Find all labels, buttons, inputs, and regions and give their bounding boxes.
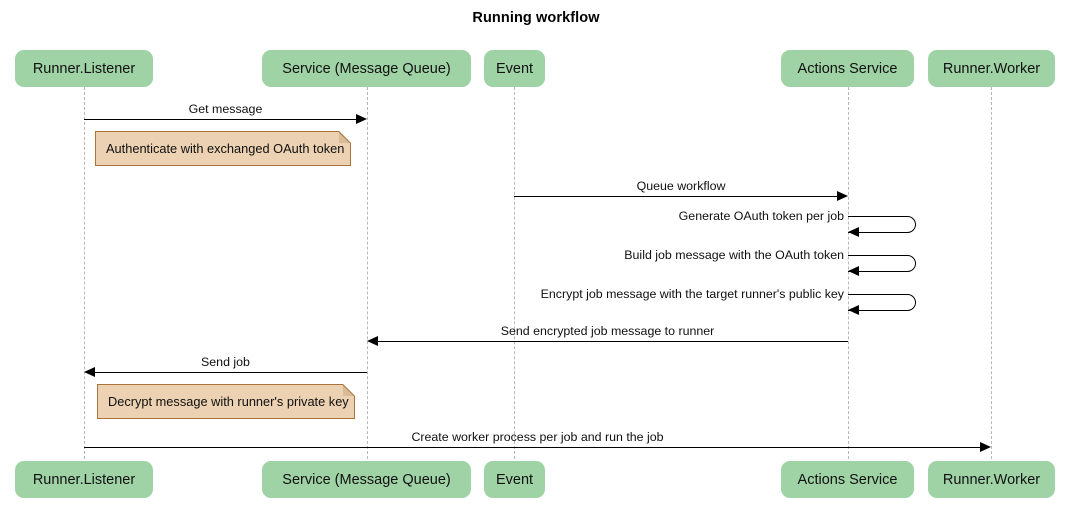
note-authenticate: Authenticate with exchanged OAuth token xyxy=(95,131,351,166)
arrow-head-create-worker-process-per-job-and-run-the-job xyxy=(980,442,991,452)
lifeline-event xyxy=(514,87,515,459)
self-loop-encrypt-job-message-with-the-target-runners-public-key xyxy=(848,294,916,311)
message-line-create-worker-process-per-job-and-run-the-job xyxy=(84,447,980,448)
note-label: Authenticate with exchanged OAuth token xyxy=(106,141,345,156)
participant-service-message-queue-bottom[interactable]: Service (Message Queue) xyxy=(262,461,471,498)
participant-label: Runner.Listener xyxy=(32,60,136,77)
note-decrypt: Decrypt message with runner's private ke… xyxy=(97,384,355,419)
message-label-generate-oauth-token-per-job: Generate OAuth token per job xyxy=(678,209,844,223)
note-fold-corner-decrypt xyxy=(343,384,355,396)
message-line-get-message xyxy=(84,119,356,120)
participant-event-bottom[interactable]: Event xyxy=(484,461,545,498)
message-label-create-worker-process-per-job-and-run-the-job: Create worker process per job and run th… xyxy=(411,430,664,444)
message-label-queue-workflow: Queue workflow xyxy=(636,179,726,193)
participant-runner-worker-top[interactable]: Runner.Worker xyxy=(928,50,1055,87)
note-fold-corner-authenticate xyxy=(339,131,351,143)
message-label-build-job-message-with-the-oauth-token: Build job message with the OAuth token xyxy=(624,248,844,262)
participant-actions-service-bottom[interactable]: Actions Service xyxy=(781,461,914,498)
arrow-head-encrypt-job-message-with-the-target-runners-public-key xyxy=(848,305,859,315)
lifeline-runner-worker xyxy=(991,87,992,459)
participant-label: Event xyxy=(495,471,534,488)
lifeline-service-message-queue xyxy=(367,87,368,459)
arrow-head-build-job-message-with-the-oauth-token xyxy=(848,266,859,276)
participant-runner-listener-top[interactable]: Runner.Listener xyxy=(15,50,153,87)
participant-event-top[interactable]: Event xyxy=(484,50,545,87)
message-label-send-encrypted-job-message-to-runner: Send encrypted job message to runner xyxy=(500,324,715,338)
lifeline-runner-listener xyxy=(84,87,85,459)
participant-label: Actions Service xyxy=(797,471,898,488)
message-line-send-encrypted-job-message-to-runner xyxy=(378,341,848,342)
message-line-send-job xyxy=(95,372,367,373)
participant-runner-worker-bottom[interactable]: Runner.Worker xyxy=(928,461,1055,498)
participant-actions-service-top[interactable]: Actions Service xyxy=(781,50,914,87)
self-loop-build-job-message-with-the-oauth-token xyxy=(848,255,916,272)
diagram-title: Running workflow xyxy=(472,10,600,26)
self-loop-generate-oauth-token-per-job xyxy=(848,216,916,233)
note-label: Decrypt message with runner's private ke… xyxy=(108,394,349,409)
message-label-encrypt-job-message-with-the-target-runners-public-key: Encrypt job message with the target runn… xyxy=(540,287,844,301)
participant-label: Runner.Listener xyxy=(32,471,136,488)
participant-label: Service (Message Queue) xyxy=(282,60,451,77)
arrow-head-get-message xyxy=(356,114,367,124)
message-label-send-job: Send job xyxy=(201,355,250,369)
participant-label: Runner.Worker xyxy=(942,471,1041,488)
message-line-queue-workflow xyxy=(514,196,837,197)
arrow-head-send-job xyxy=(84,367,95,377)
participant-label: Event xyxy=(495,60,534,77)
message-label-get-message: Get message xyxy=(188,102,263,116)
arrow-head-send-encrypted-job-message-to-runner xyxy=(367,336,378,346)
participant-label: Runner.Worker xyxy=(942,60,1041,77)
participant-runner-listener-bottom[interactable]: Runner.Listener xyxy=(15,461,153,498)
arrow-head-queue-workflow xyxy=(837,191,848,201)
arrow-head-generate-oauth-token-per-job xyxy=(848,227,859,237)
participant-label: Actions Service xyxy=(797,60,898,77)
participant-label: Service (Message Queue) xyxy=(282,471,451,488)
participant-service-message-queue-top[interactable]: Service (Message Queue) xyxy=(262,50,471,87)
